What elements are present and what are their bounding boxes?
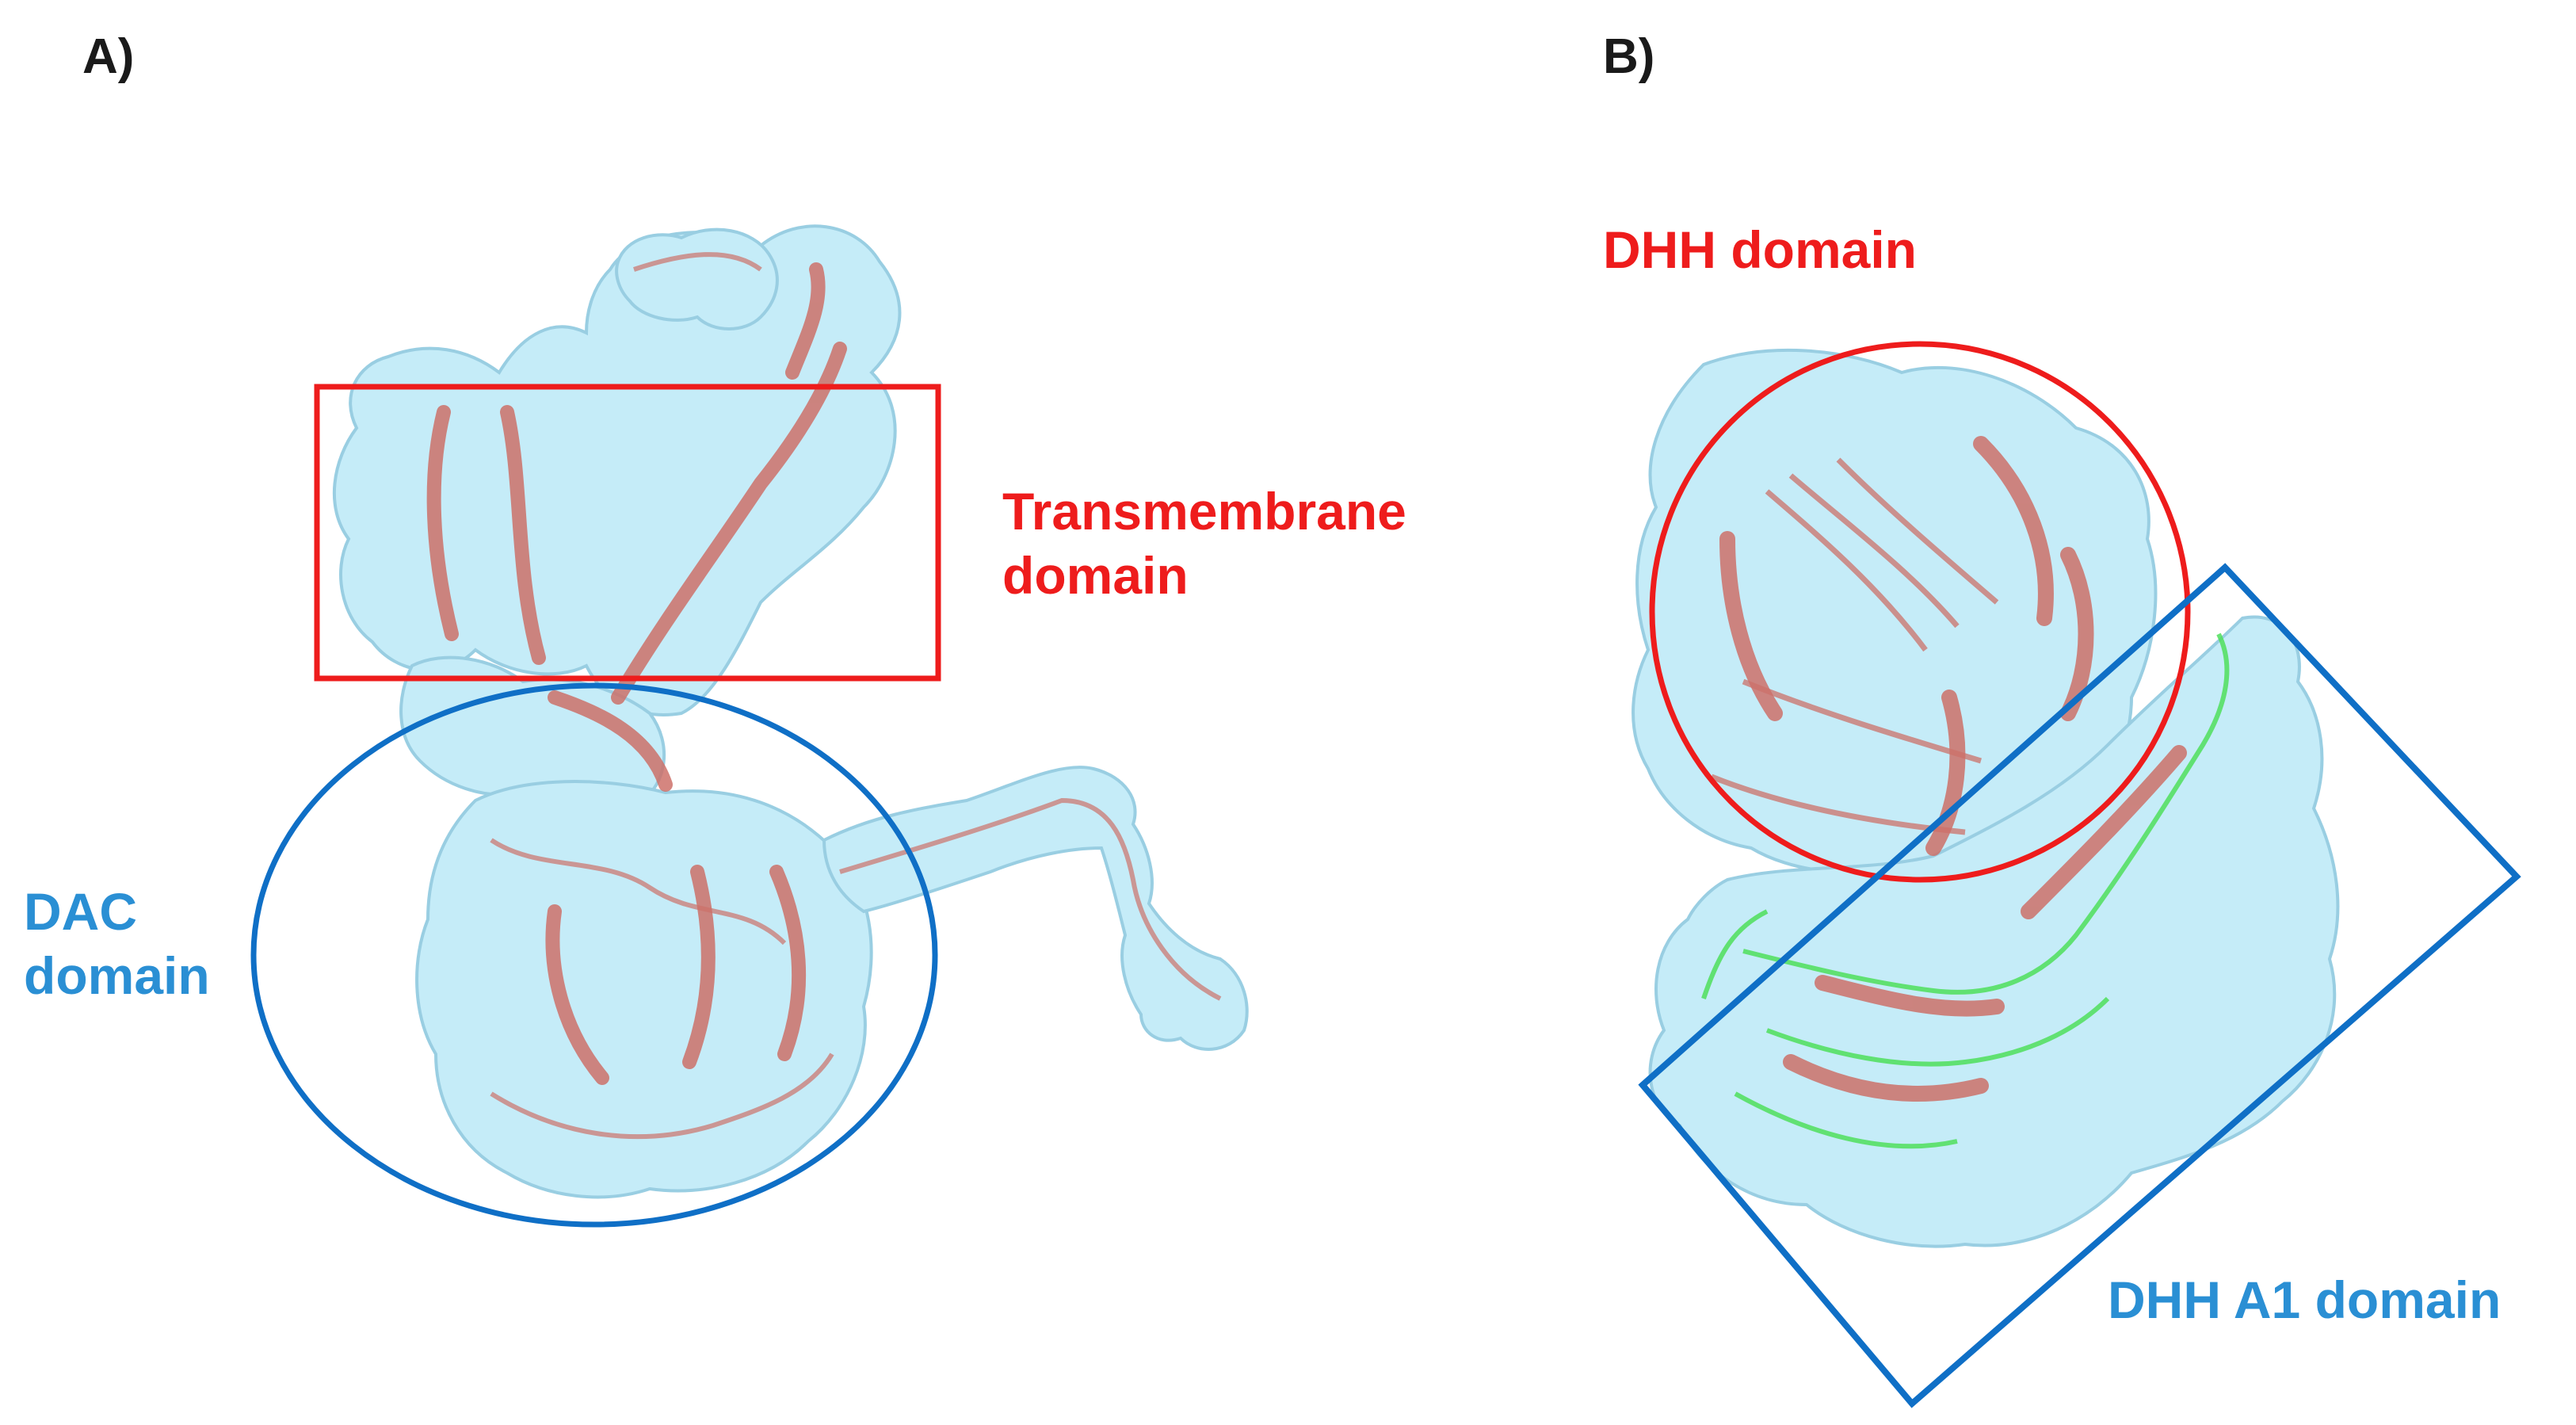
- panel-a-helices: [426, 262, 847, 1085]
- dac-domain-label-line-2: domain: [24, 946, 210, 1005]
- transmembrane-domain-label: Transmembrane domain: [1002, 479, 1406, 607]
- panel-b-sheets: [1710, 457, 1999, 835]
- panel-a-surface: [332, 224, 1249, 1199]
- panel-b-structure: [1631, 348, 2340, 1248]
- panel-b-highlight: [1701, 632, 2230, 1149]
- dac-domain-label-line-1: DAC: [24, 882, 137, 941]
- dhh-a1-domain-box: [1638, 563, 2521, 1408]
- transmembrane-domain-box: [314, 384, 941, 682]
- dac-domain-ellipse: [250, 682, 938, 1228]
- panel-b-helices: [1719, 436, 2187, 1102]
- transmembrane-domain-label-line-1: Transmembrane: [1002, 482, 1406, 541]
- panel-a-structure: [332, 224, 1249, 1199]
- dac-domain-label: DAC domain: [24, 880, 210, 1007]
- dhh-a1-domain-label-line-1: DHH A1 domain: [2108, 1270, 2502, 1329]
- panel-b-surface: [1631, 348, 2340, 1248]
- dhh-domain-circle: [1649, 341, 2191, 883]
- panel-a-label: A): [82, 29, 135, 84]
- dhh-domain-label-line-1: DHH domain: [1603, 220, 1917, 279]
- dhh-domain-label: DHH domain: [1603, 218, 1917, 282]
- panel-b-label: B): [1603, 29, 1655, 84]
- panel-a-coils: [490, 252, 1222, 1140]
- dhh-a1-domain-label: DHH A1 domain: [2108, 1268, 2501, 1332]
- transmembrane-domain-label-line-2: domain: [1002, 545, 1189, 605]
